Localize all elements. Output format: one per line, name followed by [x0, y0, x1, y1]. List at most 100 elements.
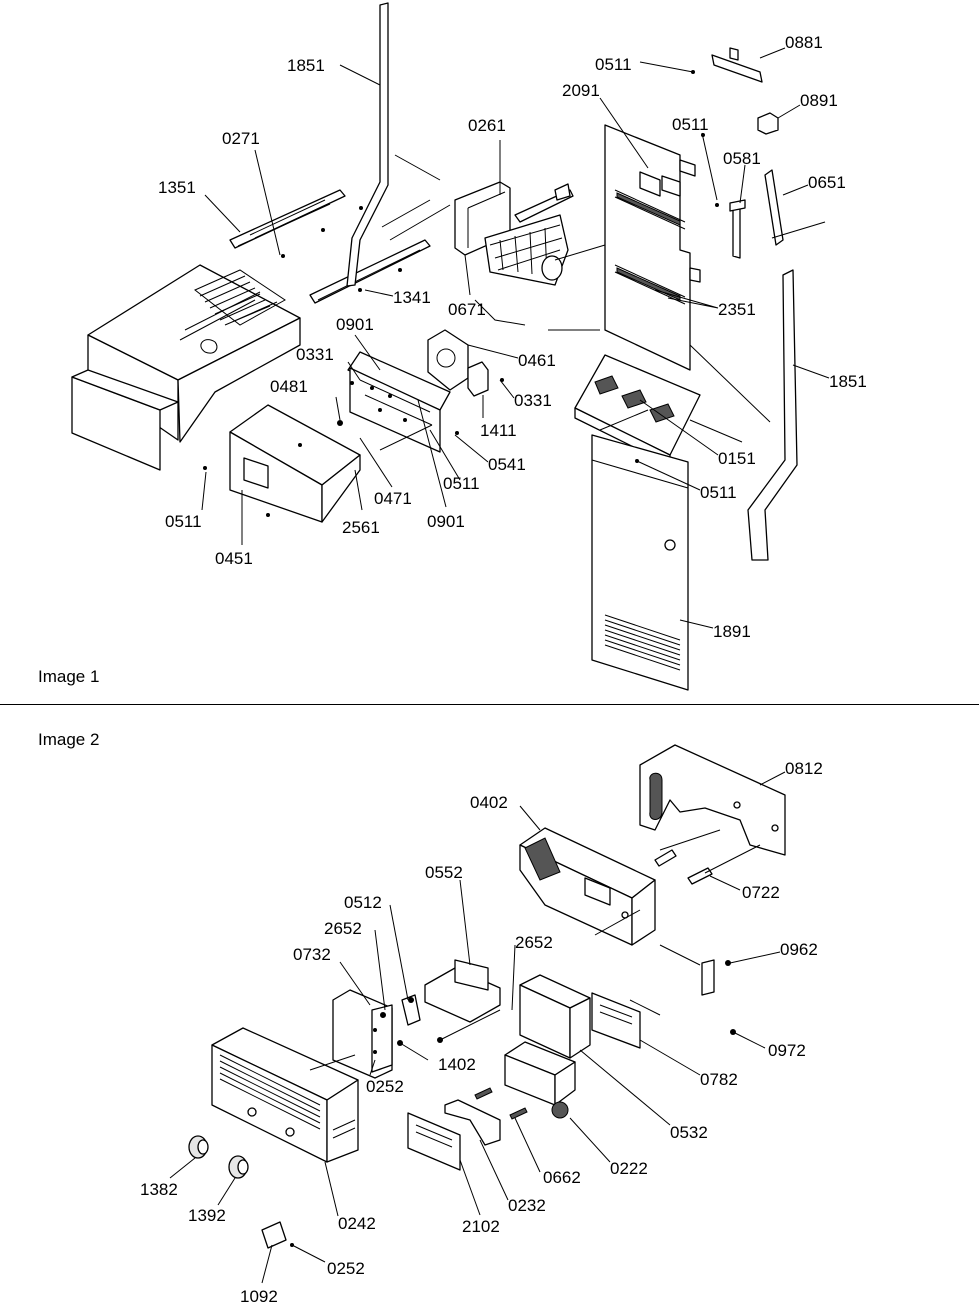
label-0962: 0962: [780, 940, 818, 959]
bar-0962: [701, 959, 736, 1035]
label-2091: 2091: [562, 81, 600, 100]
label-0541: 0541: [488, 455, 526, 474]
back-panel: [604, 124, 701, 371]
labels-image1: 1851 0271 1351 0261 0511 0881 2091 0891 …: [158, 33, 867, 641]
assembly-lines-image1: [379, 154, 826, 451]
label-1402: 1402: [438, 1055, 476, 1074]
housing-0451: [229, 404, 361, 523]
caption-image2: Image 2: [38, 730, 100, 749]
bracket-0732: [332, 989, 393, 1079]
cover-0532: [519, 974, 591, 1059]
label-0732: 0732: [293, 945, 331, 964]
label-0891: 0891: [800, 91, 838, 110]
block-1411: [467, 361, 489, 397]
label-0901-top: 0901: [336, 315, 374, 334]
label-0232: 0232: [508, 1196, 546, 1215]
rail-1341: [309, 239, 431, 304]
label-1351: 1351: [158, 178, 196, 197]
switch-0461: [427, 329, 469, 391]
label-0512: 0512: [344, 893, 382, 912]
label-0481: 0481: [270, 377, 308, 396]
bar-0651: [764, 169, 784, 246]
plate-0782: [591, 992, 641, 1049]
caption-image1: Image 1: [38, 667, 100, 686]
label-0671: 0671: [448, 300, 486, 319]
housing-0222: [504, 1041, 576, 1119]
ice-bucket: [71, 264, 301, 471]
label-0252-b: 0252: [327, 1259, 365, 1278]
label-2102: 2102: [462, 1217, 500, 1236]
label-2561: 2561: [342, 518, 380, 537]
label-0461: 0461: [518, 351, 556, 370]
knob-1382: [188, 1135, 209, 1159]
facade-0242: [211, 1027, 359, 1163]
label-0722: 0722: [742, 883, 780, 902]
bracket-0552: [424, 959, 501, 1023]
label-0242: 0242: [338, 1214, 376, 1233]
section-divider: [0, 704, 979, 705]
clip-1092: [261, 1221, 294, 1249]
label-0222: 0222: [610, 1159, 648, 1178]
strip-1851-top: [346, 2, 389, 287]
label-2652-l: 2652: [324, 919, 362, 938]
image1-parts: 1851 0271 1351 0261 0511 0881 2091 0891 …: [71, 2, 867, 691]
label-0532: 0532: [670, 1123, 708, 1142]
label-1851-right: 1851: [829, 372, 867, 391]
label-1411: 1411: [480, 421, 517, 440]
image2-parts: 0812 0402 0722 0552 0512 2652 2652 0732 …: [140, 744, 823, 1306]
label-1382: 1382: [140, 1180, 178, 1199]
ice-maker: [454, 181, 574, 286]
clip-0512: [401, 994, 421, 1026]
label-0402: 0402: [470, 793, 508, 812]
screws-image2: [380, 997, 528, 1120]
label-0261: 0261: [468, 116, 506, 135]
bracket-0881: [711, 47, 763, 83]
label-0881: 0881: [785, 33, 823, 52]
lever-0232: [444, 1099, 501, 1146]
leader-lines-image1: [201, 47, 830, 629]
bracket-0812: [639, 744, 786, 856]
label-1341: 1341: [393, 288, 431, 307]
label-0651: 0651: [808, 173, 846, 192]
label-0552: 0552: [425, 863, 463, 882]
pins-0722: [654, 849, 713, 885]
label-0782: 0782: [700, 1070, 738, 1089]
strip-1851-right: [747, 269, 798, 561]
label-2351: 2351: [718, 300, 756, 319]
housing-0402: [519, 827, 656, 946]
label-1092: 1092: [240, 1287, 278, 1306]
panel-1891: [591, 434, 689, 691]
label-1851-top: 1851: [287, 56, 325, 75]
label-0662: 0662: [543, 1168, 581, 1187]
clip-0581: [729, 199, 746, 259]
block-0891: [757, 112, 779, 135]
assembly-lines-image2: [309, 829, 761, 1071]
leader-lines-image2: [169, 771, 786, 1284]
label-0331-right: 0331: [514, 391, 552, 410]
label-2652-r: 2652: [515, 933, 553, 952]
label-0972: 0972: [768, 1041, 806, 1060]
label-0511-top: 0511: [595, 55, 632, 74]
label-0511-r: 0511: [700, 483, 737, 502]
bracket-0901: [347, 351, 451, 453]
knob-1392: [228, 1155, 249, 1179]
auger-grille: [194, 269, 286, 354]
label-0901-bot: 0901: [427, 512, 465, 531]
label-1392: 1392: [188, 1206, 226, 1225]
label-0471: 0471: [374, 489, 412, 508]
label-0511-c: 0511: [443, 474, 480, 493]
labels-image2: 0812 0402 0722 0552 0512 2652 2652 0732 …: [140, 759, 823, 1306]
label-0581: 0581: [723, 149, 761, 168]
plate-2102: [407, 1112, 461, 1171]
label-0511-l: 0511: [165, 512, 202, 531]
label-0812: 0812: [785, 759, 823, 778]
label-0271: 0271: [222, 129, 260, 148]
label-0151: 0151: [718, 449, 756, 468]
label-0252-a: 0252: [366, 1077, 404, 1096]
label-0511-mid: 0511: [672, 115, 709, 134]
label-1891: 1891: [713, 622, 751, 641]
label-0451: 0451: [215, 549, 253, 568]
label-0331-left: 0331: [296, 345, 334, 364]
